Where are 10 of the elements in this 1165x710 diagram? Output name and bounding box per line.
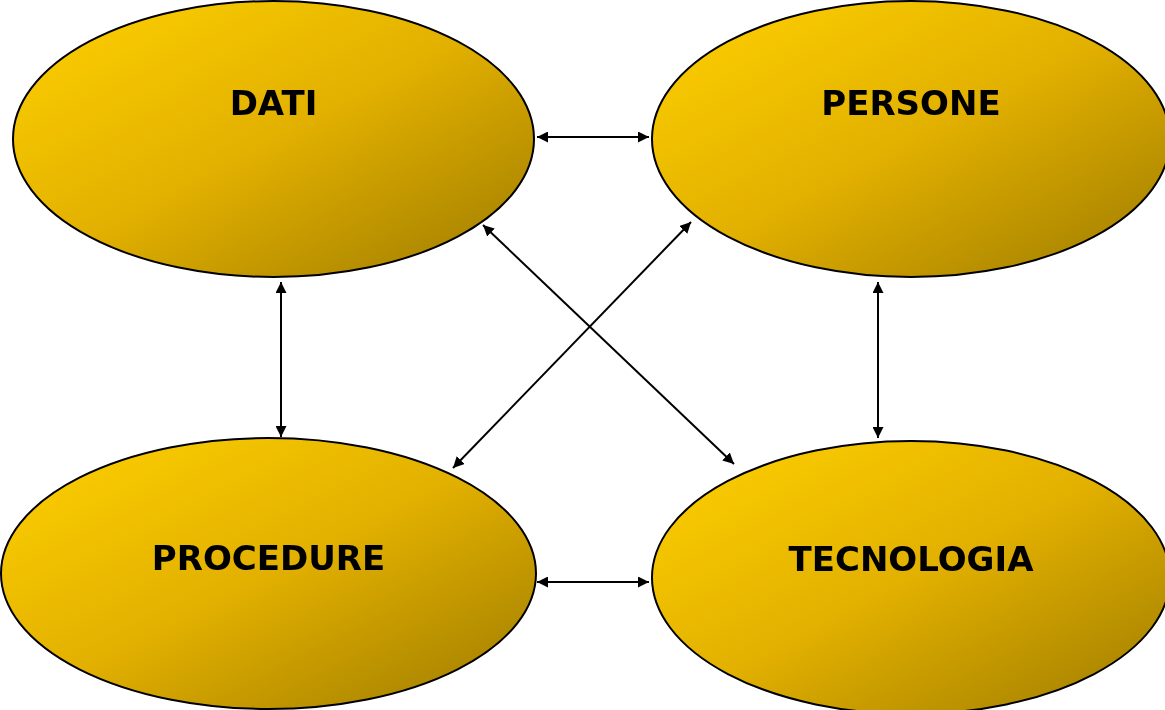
double-arrow bbox=[872, 281, 884, 439]
node-label: PERSONE bbox=[820, 83, 1002, 124]
double-arrow bbox=[482, 224, 735, 465]
double-arrow bbox=[275, 281, 287, 438]
double-arrow bbox=[536, 131, 650, 143]
node-label: TECNOLOGIA bbox=[787, 539, 1035, 579]
double-arrow bbox=[452, 221, 692, 469]
double-arrow bbox=[536, 576, 650, 588]
node-label: DATI bbox=[228, 83, 319, 124]
node-label: PROCEDURE bbox=[150, 538, 387, 578]
